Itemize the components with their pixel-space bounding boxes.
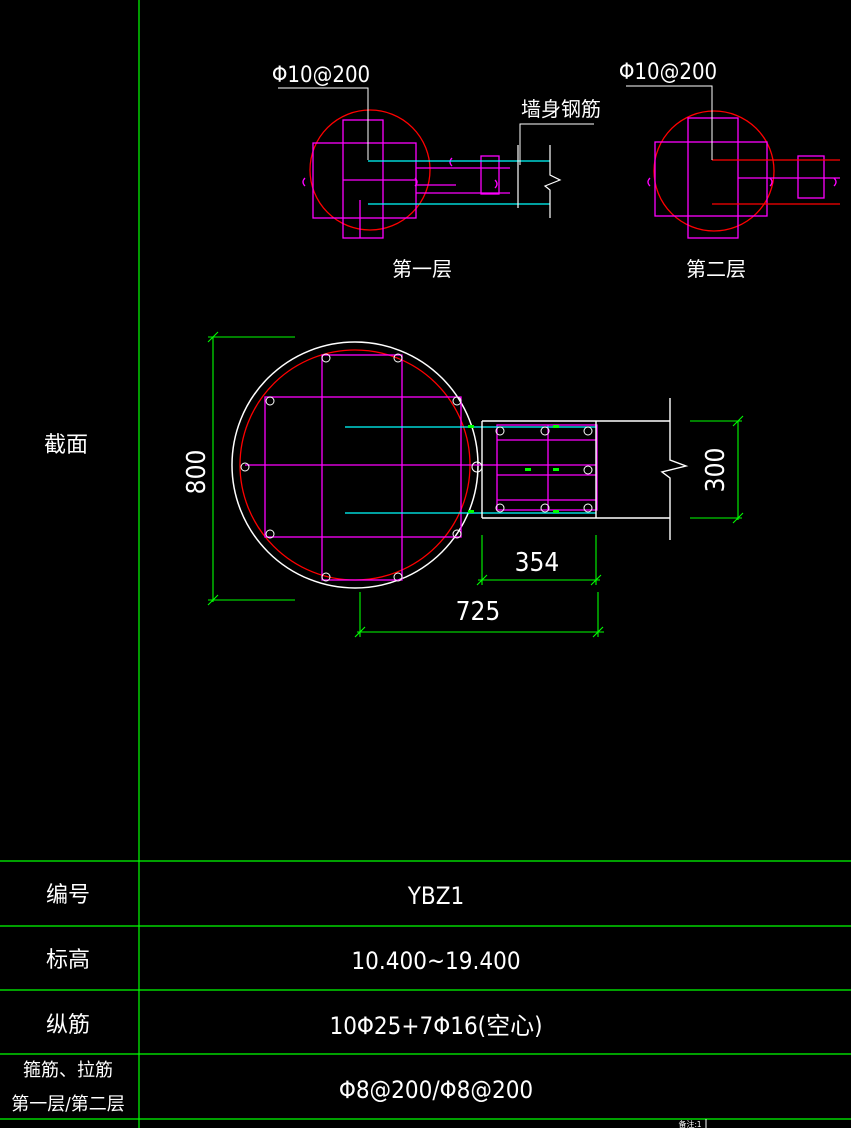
layer1-detail: Φ10@200 墙身钢筋 第一层 <box>272 63 601 281</box>
layer2-rebar-note: Φ10@200 <box>619 60 717 85</box>
row-value-longitudinal: 10Φ25+7Φ16(空心) <box>329 1012 542 1040</box>
dim-wall-length: 354 <box>515 548 560 578</box>
layer2-caption: 第二层 <box>686 257 746 281</box>
row-label-longitudinal: 纵筋 <box>46 1013 90 1038</box>
row-value-id: YBZ1 <box>407 882 465 910</box>
row-value-stirrup: Φ8@200/Φ8@200 <box>339 1076 533 1104</box>
footer-stub: 备注:1 <box>678 1119 701 1128</box>
main-section: 800 300 354 725 <box>182 331 744 638</box>
row-label-elevation: 标高 <box>46 948 90 973</box>
dim-diameter: 800 <box>182 450 212 495</box>
section-label: 截面 <box>44 433 88 458</box>
row-value-elevation: 10.400~19.400 <box>351 947 520 975</box>
layer1-rebar-note: Φ10@200 <box>272 63 370 88</box>
row-label-stirrup-line2: 第一层/第二层 <box>11 1094 124 1115</box>
dim-total-length: 725 <box>456 597 501 627</box>
wall-rebar-note: 墙身钢筋 <box>521 97 601 121</box>
dim-wall-thickness: 300 <box>701 448 731 493</box>
layer2-detail: Φ10@200 第二层 <box>619 60 840 281</box>
row-label-stirrup-line1: 箍筋、拉筋 <box>23 1060 113 1081</box>
row-label-id: 编号 <box>46 883 90 908</box>
layer1-caption: 第一层 <box>392 257 452 281</box>
